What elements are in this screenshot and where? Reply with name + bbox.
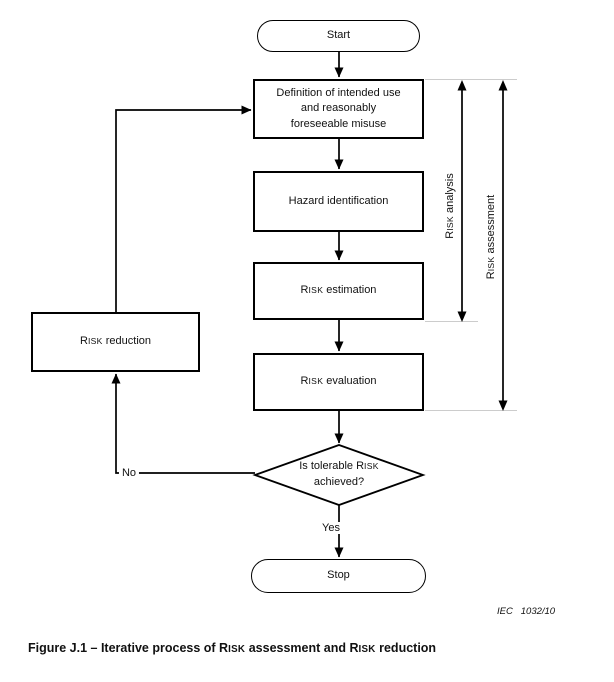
connector-decision-to-reduction-no (111, 373, 255, 474)
bracket-label-risk-analysis: RISK analysis (444, 173, 456, 239)
figure-source-note: IEC 1032/10 (497, 606, 556, 617)
node-estimation-label: RISK estimation (300, 284, 377, 297)
arrowhead-down (498, 400, 508, 411)
node-evaluation-label: RISK evaluation (300, 375, 377, 388)
node-stop: Stop (251, 559, 426, 593)
node-reduction-label: RISK reduction (80, 335, 151, 348)
node-definition-label: Definition of intended use and reasonabl… (276, 86, 401, 130)
bracket-risk-assessment (498, 80, 508, 411)
bracket-tick-lines (425, 79, 517, 411)
bracket-label-risk-assessment: RISK assessment (485, 194, 497, 280)
node-risk-estimation: RISK estimation (253, 262, 424, 320)
arrowhead-down (457, 311, 467, 322)
node-hazard-label: Hazard identification (288, 194, 389, 207)
edge-label-no: No (118, 467, 140, 479)
arrowhead-up (498, 80, 508, 91)
node-stop-label: Stop (327, 569, 350, 582)
edge-label-yes: Yes (319, 522, 343, 534)
connector-reduction-to-definition-feedback (115, 105, 252, 312)
figure-caption: Figure J.1 – Iterative process of RISK a… (28, 641, 437, 655)
node-hazard-identification: Hazard identification (253, 171, 424, 232)
node-risk-evaluation: RISK evaluation (253, 353, 424, 411)
decision-diamond-shape (252, 444, 426, 506)
bracket-risk-analysis (457, 80, 467, 322)
node-definition-intended-use: Definition of intended use and reasonabl… (253, 79, 424, 139)
node-start-label: Start (326, 29, 351, 42)
node-risk-reduction: RISK reduction (31, 312, 200, 372)
arrowhead-up (457, 80, 467, 91)
decision-label: Is tolerable RISK achieved? (299, 460, 379, 488)
node-start: Start (257, 20, 420, 52)
